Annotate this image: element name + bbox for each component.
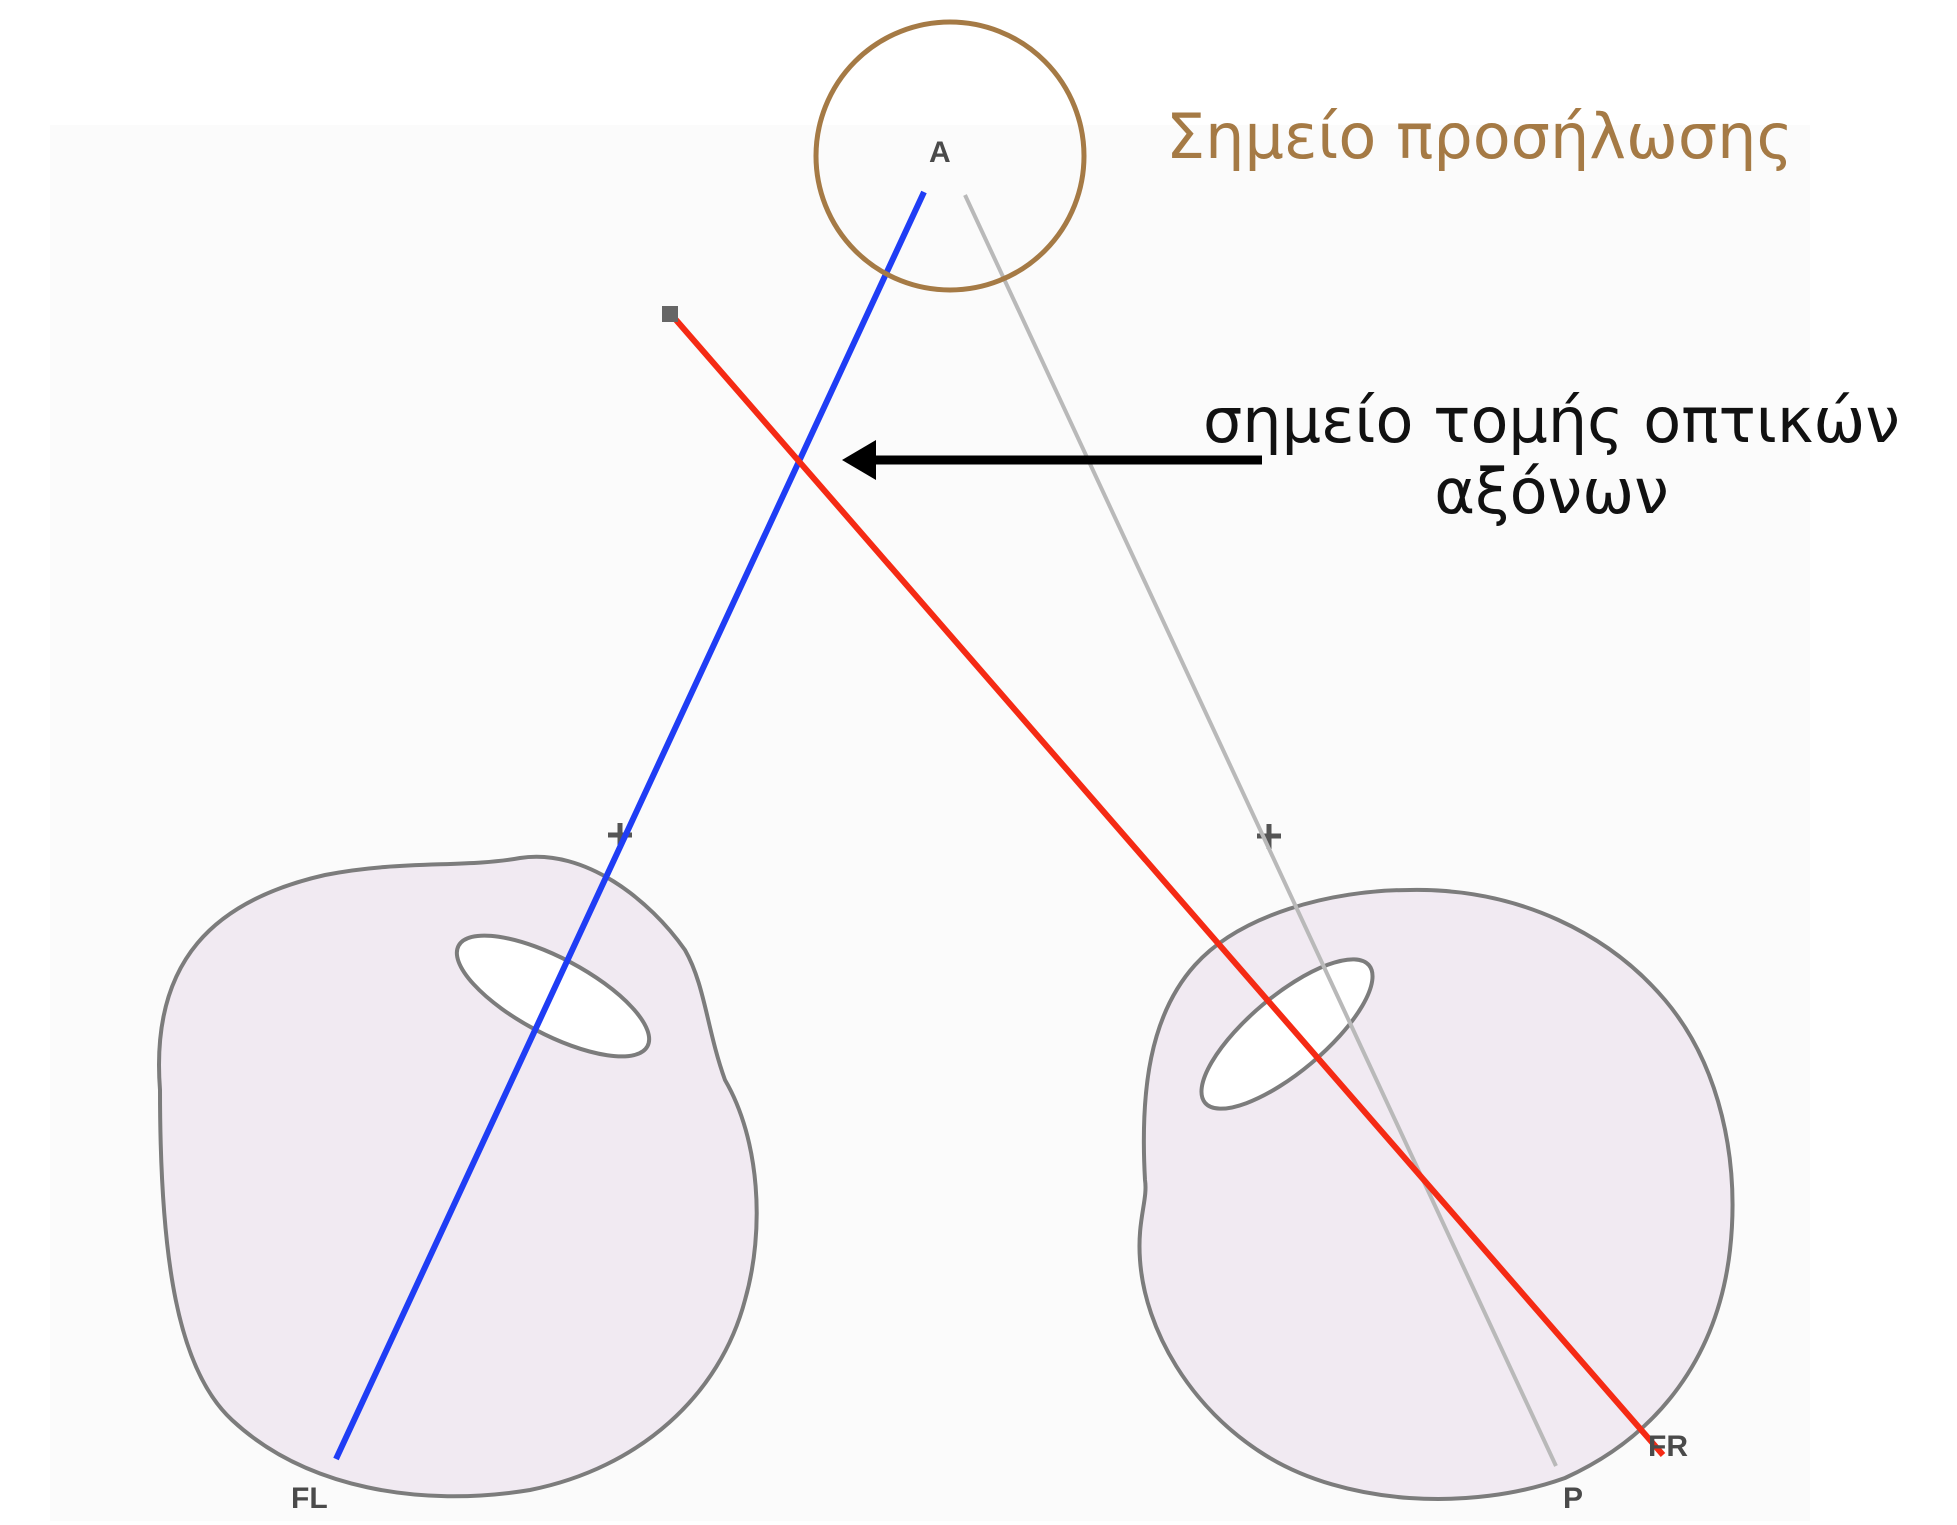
point-label-a: A xyxy=(929,136,951,169)
right-visual-axis xyxy=(667,311,1666,1457)
right-lens xyxy=(1199,957,1375,1111)
fixation-circle xyxy=(813,19,1087,293)
left-eye xyxy=(157,823,759,1499)
red-axis-end-marker xyxy=(662,306,678,322)
intersection-label-line1: σημείο τομής οπτικών xyxy=(1203,384,1900,457)
left-visual-axis xyxy=(333,190,927,1461)
intersection-label-line2: αξόνων xyxy=(1434,455,1669,529)
intersection-label: σημείο τομής οπτικών αξόνων xyxy=(1203,385,1900,528)
intersection-arrow xyxy=(842,440,1262,480)
right-line-of-sight xyxy=(963,194,1558,1467)
fixation-point-label: Σημείο προσήλωσης xyxy=(1166,100,1793,173)
point-label-p: P xyxy=(1563,1482,1584,1515)
point-label-fl: FL xyxy=(291,1482,328,1515)
point-label-fr: FR xyxy=(1648,1430,1688,1463)
